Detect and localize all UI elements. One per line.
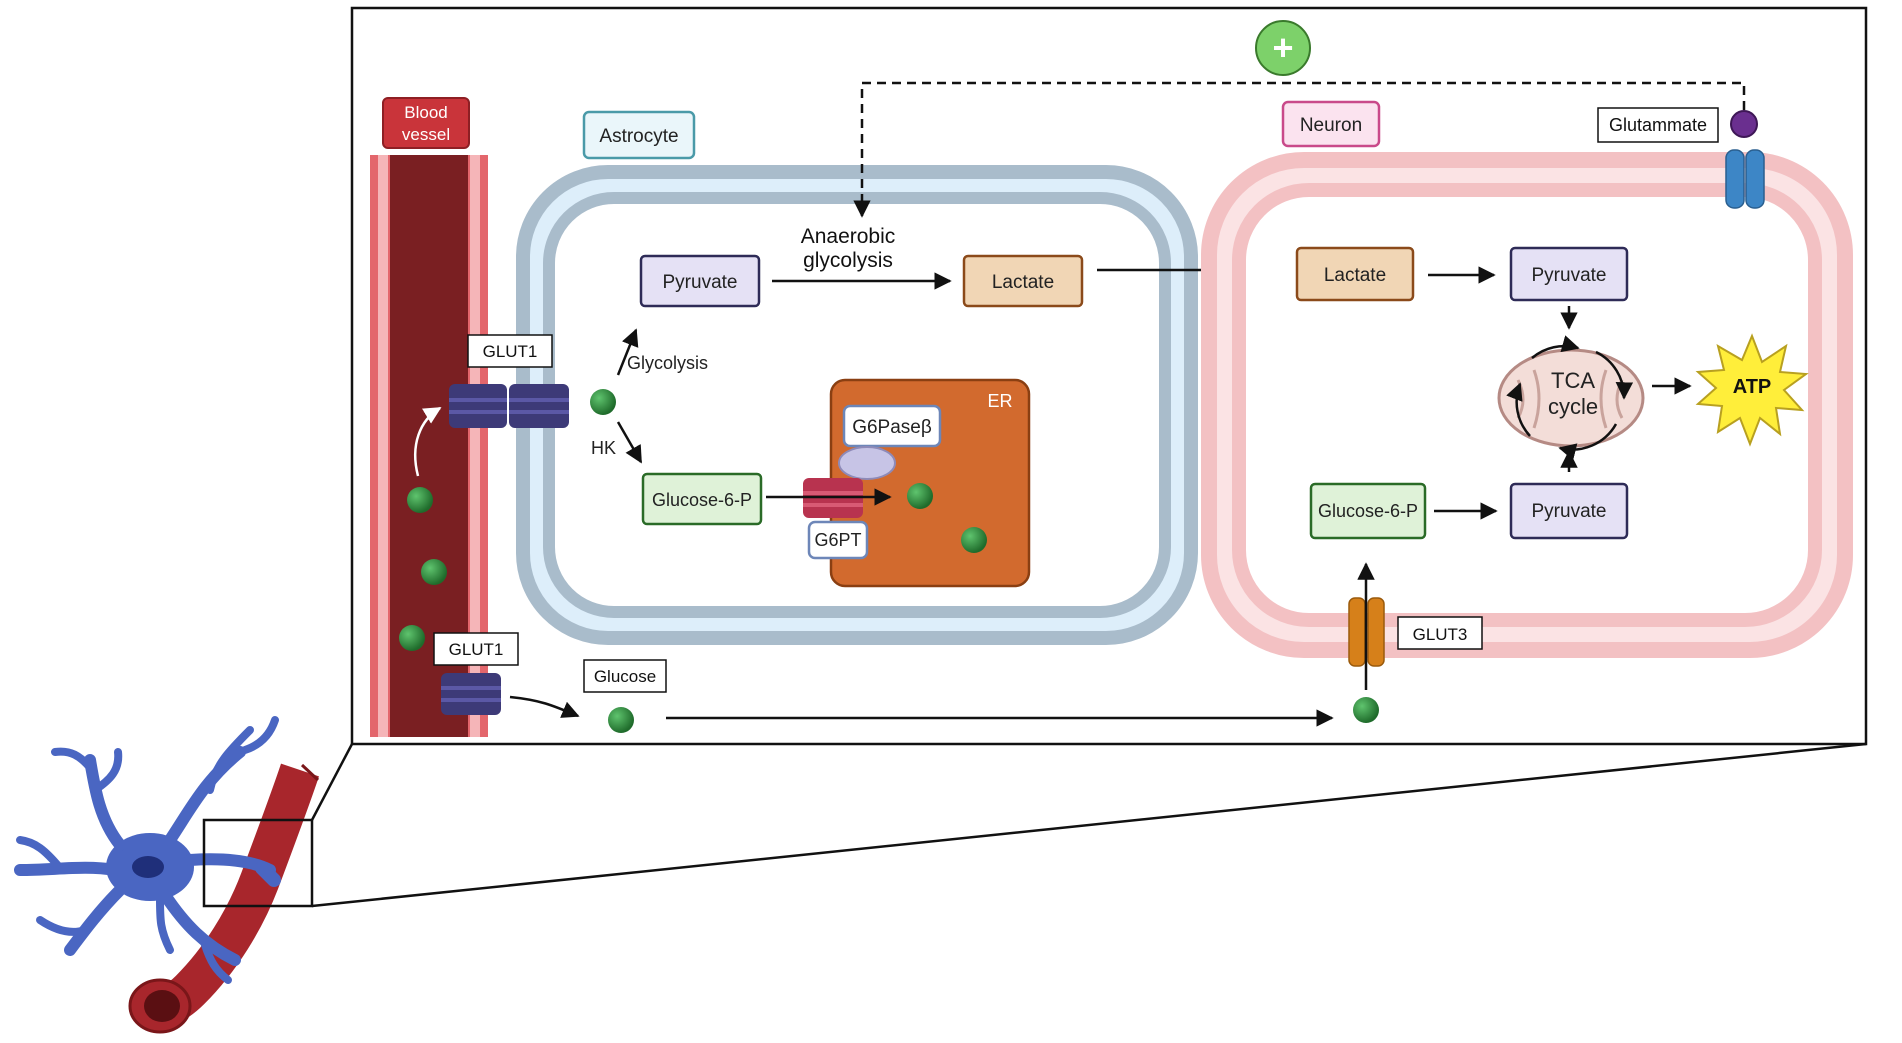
tca-cycle-arrow — [1506, 382, 1531, 437]
glutamate-label: Glutammate — [1609, 115, 1707, 135]
neuron-lactate-box: Lactate — [1295, 246, 1415, 302]
glucose-molecule — [608, 707, 634, 733]
tca-cycle-arrow — [1558, 423, 1618, 461]
atp-label: ATP — [1733, 376, 1772, 398]
g6pt-tag: G6PT — [807, 520, 869, 560]
blood-vessel-label-2: vessel — [402, 125, 450, 144]
hk-label: HK — [591, 438, 616, 458]
glut1-label-upper: GLUT1 — [483, 342, 538, 361]
tca-cycle-arrow — [1595, 350, 1634, 400]
astrocyte-label: Astrocyte — [599, 126, 678, 147]
tca-cycle-arrow — [1531, 335, 1580, 359]
astrocyte-g6p-label: Glucose-6-P — [652, 490, 752, 510]
tca-label-1: TCA — [1551, 368, 1595, 393]
glucose-molecule — [407, 487, 433, 513]
anaerobic-label-2: glycolysis — [803, 249, 893, 272]
glucose-export-arrow — [509, 695, 580, 718]
plus-icon — [1255, 20, 1311, 76]
glut1-tag-upper: GLUT1 — [467, 334, 553, 368]
neuron-tag: Neuron — [1281, 100, 1381, 148]
plus-label: + — [1272, 27, 1293, 68]
glut1-transporter-upper — [449, 384, 569, 428]
neuron-g6p-label: Glucose-6-P — [1318, 501, 1418, 521]
astrocyte-lactate-box: Lactate — [962, 254, 1084, 308]
glutamate-receptor — [1725, 149, 1765, 209]
g6pase-enzyme — [838, 446, 896, 480]
neuron-lactate-label: Lactate — [1324, 265, 1386, 286]
glucose-tag: Glucose — [583, 659, 667, 693]
neuron-g6p-box: Glucose-6-P — [1309, 482, 1427, 540]
g6pt-label: G6PT — [814, 530, 861, 550]
g6pase-label: G6Paseβ — [852, 417, 932, 438]
neuron-pyruvate-top-box: Pyruvate — [1509, 246, 1629, 302]
glucose-molecule — [590, 389, 616, 415]
glut1-transporter-lower — [441, 673, 501, 715]
glucose-molecule — [1353, 697, 1379, 723]
glut3-tag: GLUT3 — [1397, 616, 1483, 650]
glycolysis-arrow — [616, 328, 639, 376]
neuron-pyruvate-bottom-label: Pyruvate — [1532, 501, 1607, 522]
blood-vessel-label-1: Blood — [404, 103, 447, 122]
glucose-molecule — [421, 559, 447, 585]
glycolysis-label: Glycolysis — [627, 353, 708, 373]
astrocyte-pyruvate-box: Pyruvate — [639, 254, 761, 308]
glucose-molecule — [961, 527, 987, 553]
hk-arrow — [616, 421, 643, 464]
neuron-pyruvate-bottom-box: Pyruvate — [1509, 482, 1629, 540]
glut3-transporter — [1348, 597, 1385, 667]
neuron-pyruvate-top-label: Pyruvate — [1532, 265, 1607, 286]
anaerobic-label-1: Anaerobic — [801, 225, 896, 248]
glut3-label: GLUT3 — [1413, 625, 1468, 644]
zoom-line-bottom — [311, 742, 1867, 908]
inset-blood-vessel — [128, 763, 320, 1034]
zoom-line-top — [310, 743, 354, 821]
glut1-tag-lower: GLUT1 — [433, 632, 519, 666]
astrocyte-lactate-label: Lactate — [992, 272, 1054, 293]
glucose-label: Glucose — [594, 667, 656, 686]
inset-astrocyte — [14, 716, 281, 984]
glucose-molecule — [399, 625, 425, 651]
astrocyte-g6p-box: Glucose-6-P — [641, 472, 763, 526]
neuron-label: Neuron — [1300, 115, 1362, 136]
glutamate-molecule — [1730, 110, 1758, 138]
er-label: ER — [987, 391, 1012, 411]
glucose-molecule — [907, 483, 933, 509]
inset-astrocyte-nucleus — [132, 856, 164, 878]
g6pase-tag: G6Paseβ — [842, 404, 942, 448]
glut1-label-lower: GLUT1 — [449, 640, 504, 659]
atp-burst-icon — [1695, 333, 1809, 447]
blood-vessel-tag: Blood vessel — [382, 97, 470, 149]
inset-zoom-box — [202, 818, 314, 908]
astrocyte-tag: Astrocyte — [582, 110, 696, 160]
glucose-uptake-arrow — [414, 406, 442, 477]
glutamate-tag: Glutammate — [1597, 107, 1719, 143]
glutamate-feedback-line — [853, 81, 1746, 218]
tca-label-2: cycle — [1548, 394, 1598, 419]
astrocyte-pyruvate-label: Pyruvate — [663, 272, 738, 293]
